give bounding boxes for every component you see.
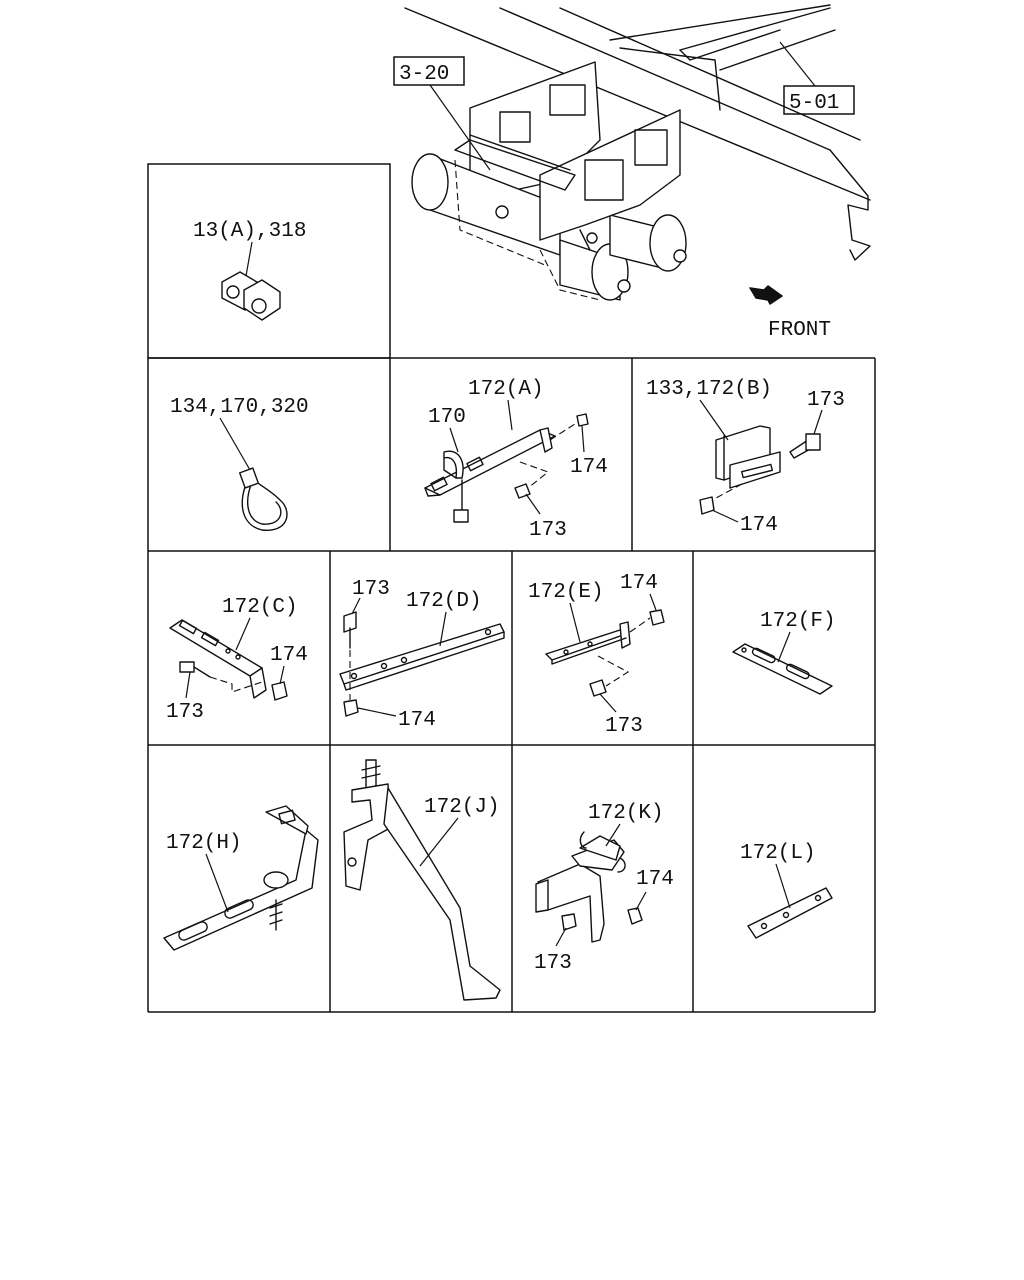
front-label: FRONT	[768, 319, 831, 342]
bracket-h-drawing	[163, 805, 319, 951]
bracket-c-bolt-callout: 173	[166, 701, 204, 724]
bracket-e-callout: 172(E)	[528, 581, 604, 604]
bracket-b-drawing	[699, 425, 821, 515]
bracket-c-drawing	[169, 619, 288, 701]
clip-part-drawing	[221, 271, 281, 321]
direction-arrow-icon	[749, 285, 783, 305]
bracket-a-band-callout: 170	[428, 406, 466, 429]
bracket-l-drawing	[747, 887, 833, 939]
bracket-a-bolt-callout: 173	[529, 519, 567, 542]
ref-tank-bracket-label: 3-20	[399, 63, 449, 86]
frame-rail-drawing	[404, 4, 871, 261]
bracket-b-bolt-callout: 173	[807, 389, 845, 412]
bracket-k-callout: 172(K)	[588, 802, 664, 825]
bracket-e-bolt-callout: 173	[605, 715, 643, 738]
bracket-h-callout: 172(H)	[166, 832, 242, 855]
bracket-a-nut-callout: 174	[570, 456, 608, 479]
bracket-e-nut-callout: 174	[620, 572, 658, 595]
bracket-d-nut-callout: 174	[398, 709, 436, 732]
bracket-c-callout: 172(C)	[222, 596, 298, 619]
cable-tie-drawing	[238, 467, 288, 531]
bracket-b-nut-callout: 174	[740, 514, 778, 537]
bracket-c-nut-callout: 174	[270, 644, 308, 667]
ref-box-tank-bracket[interactable]: 3-20	[393, 56, 465, 86]
bracket-a-callout: 172(A)	[468, 378, 544, 401]
cell-grid	[147, 163, 876, 1013]
bracket-l-callout: 172(L)	[740, 842, 816, 865]
bracket-d-drawing	[339, 611, 505, 717]
bracket-k-bolt-callout: 173	[534, 952, 572, 975]
bracket-j-drawing	[343, 759, 501, 1001]
bracket-b-callout: 133,172(B)	[646, 378, 772, 401]
bracket-d-callout: 172(D)	[406, 590, 482, 613]
ref-frame-label: 5-01	[789, 92, 839, 115]
bracket-e-drawing	[545, 609, 665, 697]
bracket-j-callout: 172(J)	[424, 796, 500, 819]
bracket-a-drawing	[424, 413, 589, 523]
bracket-f-drawing	[732, 643, 833, 695]
bracket-k-nut-callout: 174	[636, 868, 674, 891]
tie-callout: 134,170,320	[170, 396, 309, 419]
clip-callout: 13(A),318	[193, 220, 306, 243]
air-tank-bracket-drawing	[411, 61, 687, 301]
bracket-k-drawing	[535, 831, 643, 943]
ref-box-frame[interactable]: 5-01	[783, 85, 855, 115]
bracket-d-bolt-callout: 173	[352, 578, 390, 601]
bracket-f-callout: 172(F)	[760, 610, 836, 633]
